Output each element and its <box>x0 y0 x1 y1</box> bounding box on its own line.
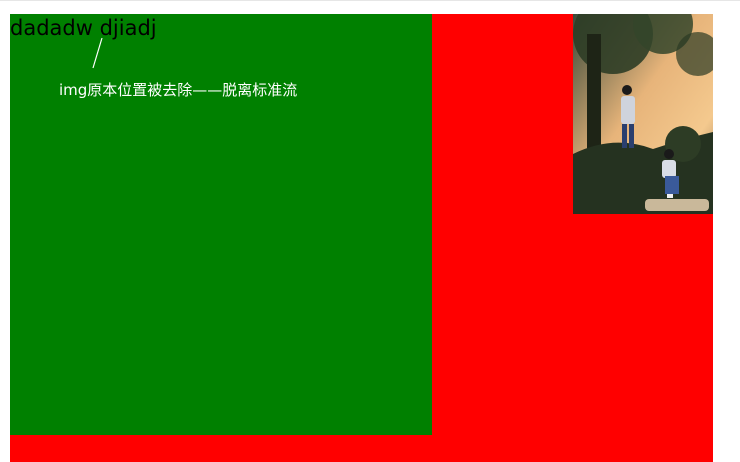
inline-text: dadadw djiadj <box>10 16 157 40</box>
page-top-border <box>0 0 740 1</box>
annotation-text: img原本位置被去除——脱离标准流 <box>59 81 298 99</box>
floated-box-green <box>10 14 432 435</box>
floated-photo <box>573 14 713 214</box>
